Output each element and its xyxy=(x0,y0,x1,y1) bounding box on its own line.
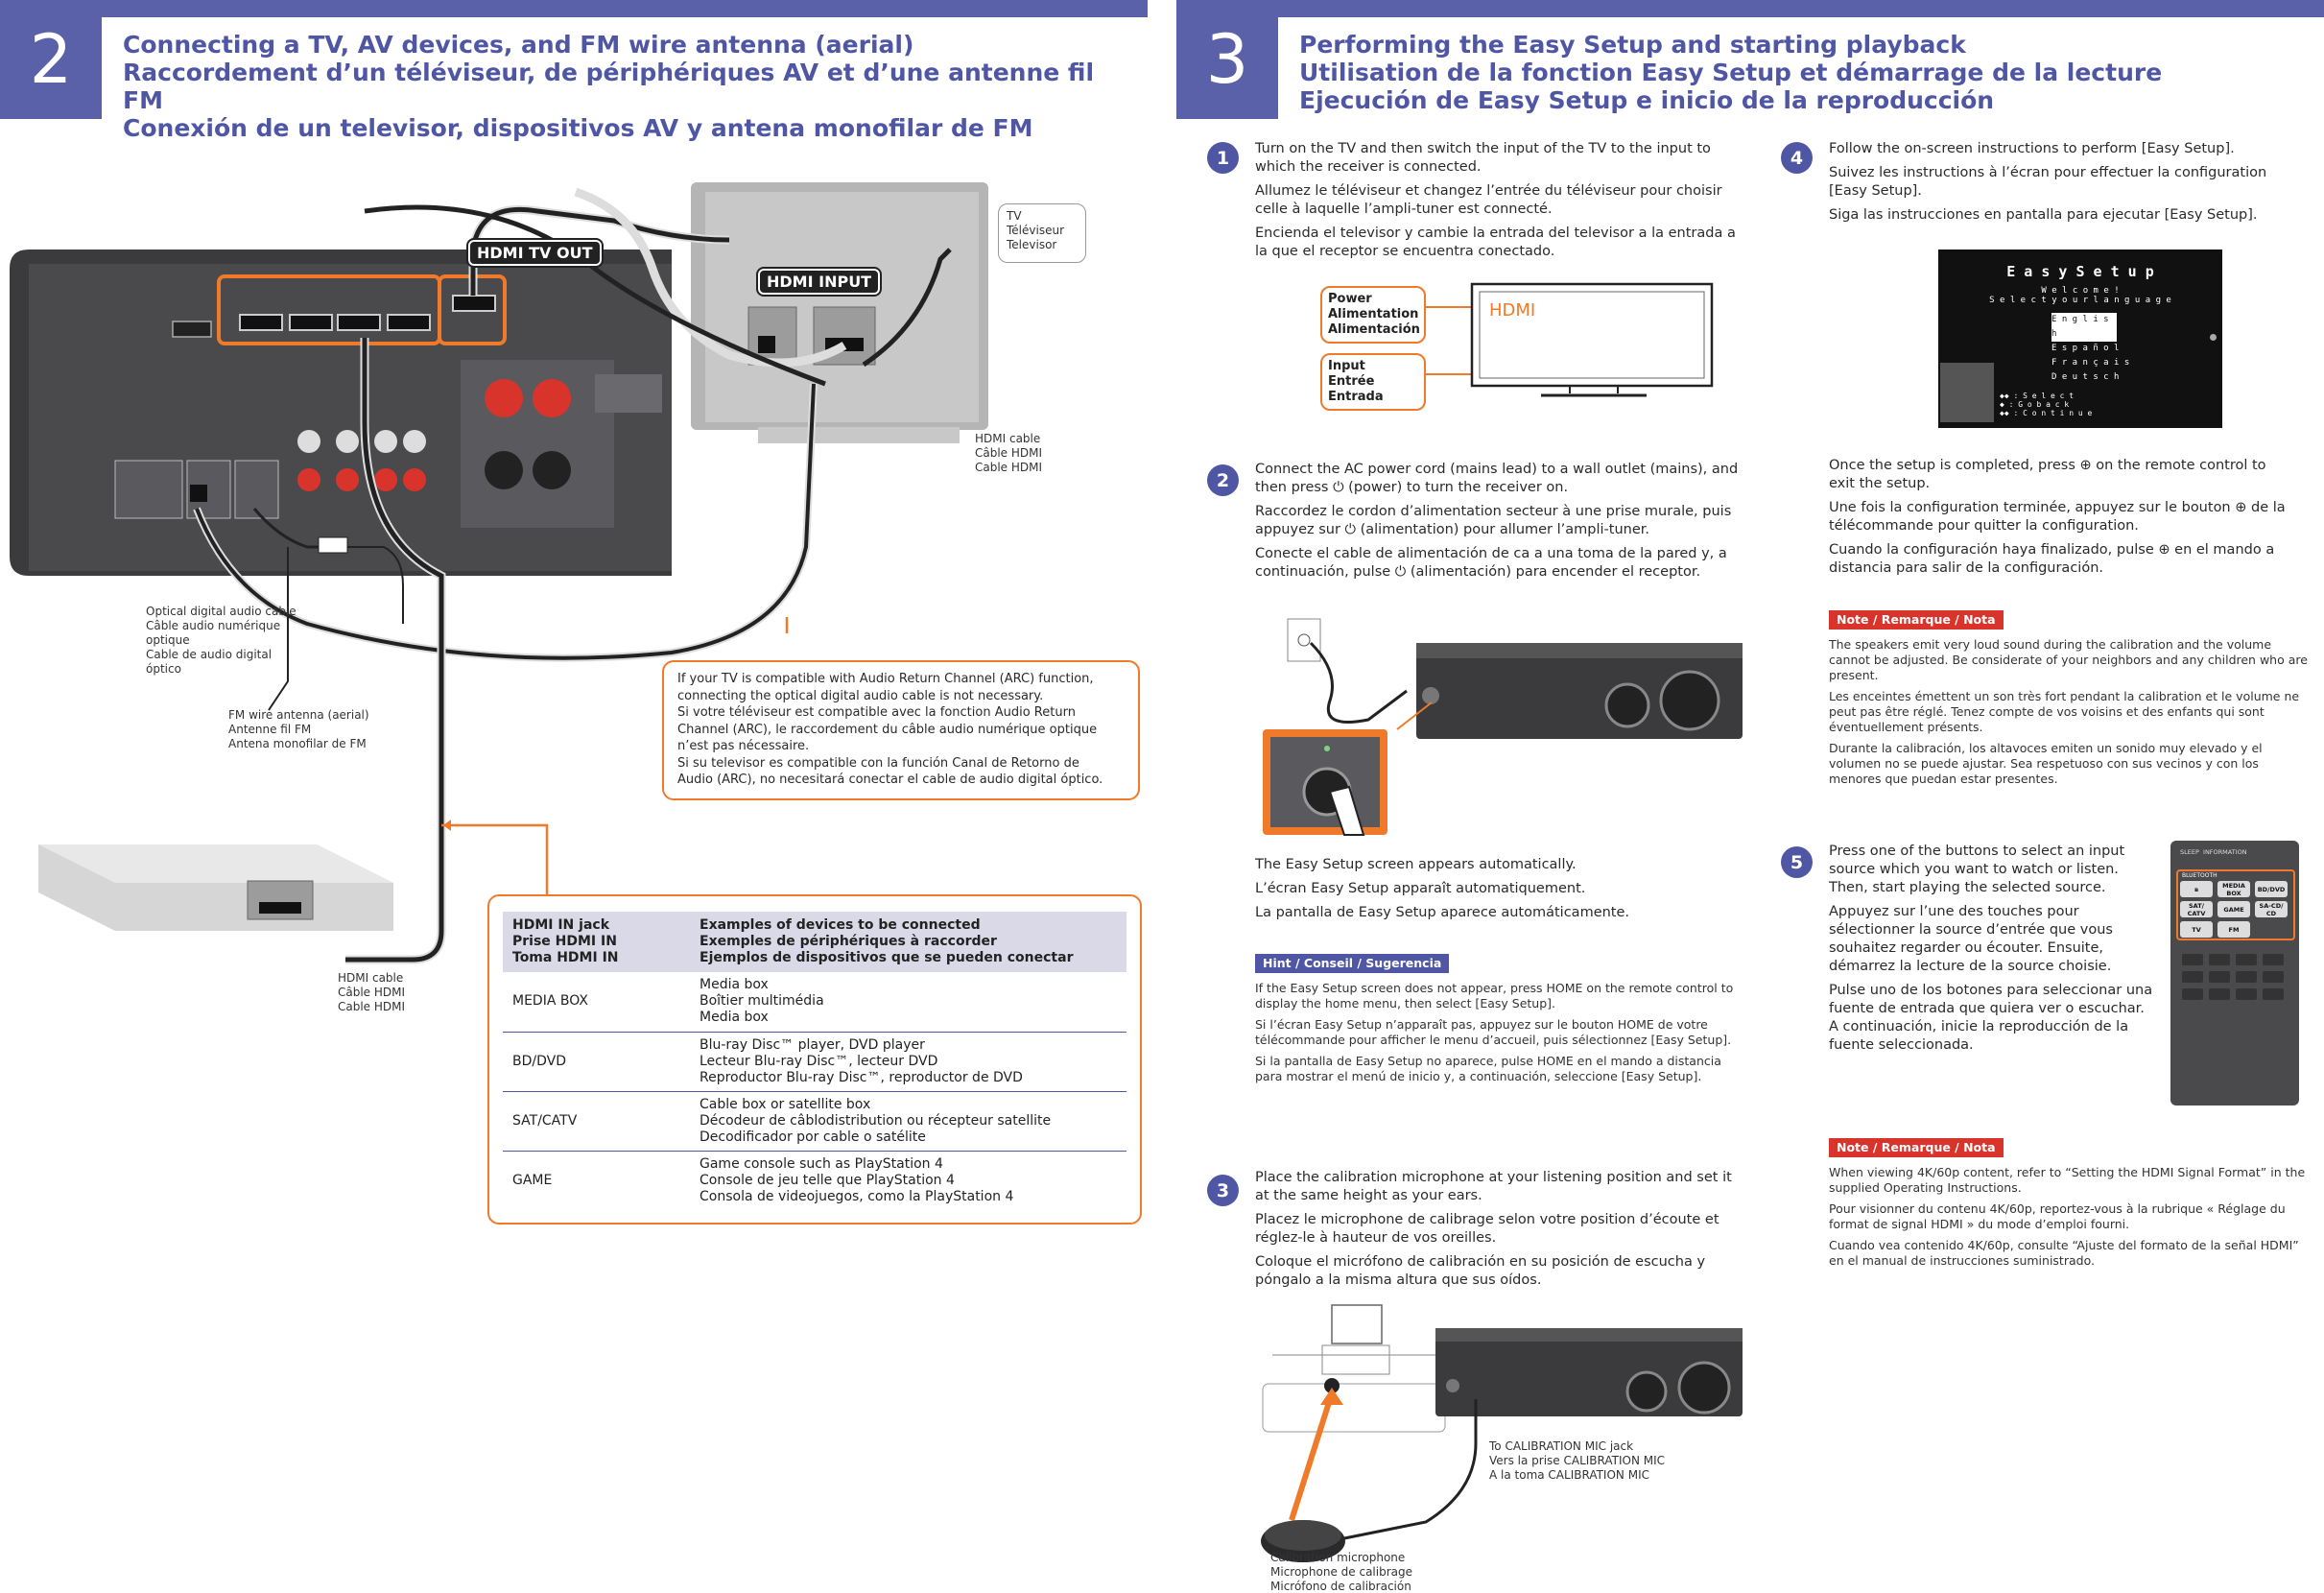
table-row: SAT/CATV Cable box or satellite box Déco… xyxy=(503,1091,1126,1152)
table-cell-devices: Blu-ray Disc™ player, DVD player Lecteur… xyxy=(690,1032,1126,1092)
table-cell-jack: MEDIA BOX xyxy=(503,972,690,1033)
hdmi-device-table: HDMI IN jack Prise HDMI IN Toma HDMI IN … xyxy=(503,912,1126,1210)
step1-text: Turn on the TV and then switch the input… xyxy=(1255,141,1736,259)
table-cell-devices: Game console such as PlayStation 4 Conso… xyxy=(700,1155,1014,1204)
arc-note: If your TV is compatible with Audio Retu… xyxy=(677,672,1103,787)
section2-number: 2 xyxy=(0,0,102,119)
rca-jacks xyxy=(297,430,426,491)
section3-title: Performing the Easy Setup and starting p… xyxy=(1299,31,2163,114)
easy-setup-title: E a s y S e t u p xyxy=(2006,263,2154,280)
arc-note-callout xyxy=(662,660,1140,800)
note-tag-2: Note / Remarque / Nota xyxy=(1829,1138,2004,1157)
language-option[interactable]: F r a n ç a i s xyxy=(2051,358,2130,368)
power-illustration xyxy=(1263,618,1743,836)
table-row: BD/DVD Blu-ray Disc™ player, DVD player … xyxy=(503,1032,1126,1092)
tv-label-box xyxy=(998,203,1086,263)
table-cell-jack: SAT/CATV xyxy=(503,1091,690,1152)
input-button-grid: ʙ MEDIA BOX BD/DVD SAT/ CATV GAME SA-CD/… xyxy=(2180,881,2291,938)
speaker-area xyxy=(461,360,614,528)
easy-setup-hints: ◆◆ : S e l e c t ◆ : G o b a c k ◆◆ : C … xyxy=(2000,392,2093,417)
table-header-jack: HDMI IN jack Prise HDMI IN Toma HDMI IN xyxy=(503,912,690,972)
step2-text: Connect the AC power cord (mains lead) t… xyxy=(1255,462,1739,580)
hdmi-tv-out-label: HDMI TV OUT xyxy=(466,238,604,268)
note-text-1: The speakers emit very loud sound during… xyxy=(1829,637,2308,786)
fm-button[interactable]: FM xyxy=(2217,921,2250,938)
language-list: E n g l i s h E s p a ñ o l F r a n ç a … xyxy=(2051,313,2222,385)
table-row: GAME Game console such as PlayStation 4 … xyxy=(503,1151,1126,1210)
step4-after: Once the setup is completed, press ⊕ on … xyxy=(1829,458,2286,576)
tv-screen-hdmi: HDMI xyxy=(1489,300,1536,321)
power-label: Power Alimentation Alimentación xyxy=(1320,286,1426,344)
step5-number: 5 xyxy=(1781,846,1813,878)
usb-port xyxy=(172,321,212,338)
hdmi-input-label: HDMI INPUT xyxy=(755,267,883,297)
table-header-devices: Examples of devices to be connected Exem… xyxy=(690,912,1126,972)
input-label: Input Entrée Entrada xyxy=(1320,353,1426,411)
mic-label: Calibration microphone Microphone de cal… xyxy=(1270,1551,1413,1593)
remote-lower-buttons xyxy=(2182,954,2288,1088)
tv-label: TV Téléviseur Televisor xyxy=(1007,209,1064,251)
hdmi-jack-media xyxy=(239,314,283,331)
note-tag-1: Note / Remarque / Nota xyxy=(1829,610,2004,630)
remote-top-labels: SLEEP INFORMATION xyxy=(2180,848,2247,856)
table-cell-jack: BD/DVD xyxy=(503,1032,690,1092)
hdmi-jack-game xyxy=(387,314,431,331)
coaxial-area xyxy=(114,460,183,519)
easy-setup-screen: E a s y S e t u p W e l c o m e ! S e l … xyxy=(1938,250,2222,428)
section3-number: 3 xyxy=(1176,0,1278,119)
language-option[interactable]: D e u t s c h xyxy=(2051,372,2120,382)
tv-front-illustration xyxy=(1426,282,1714,397)
bluetooth-label: BLUETOOTH xyxy=(2182,872,2217,879)
mic-illustration xyxy=(1261,1304,1743,1562)
note-text-2: When viewing 4K/60p content, refer to “S… xyxy=(1829,1165,2306,1268)
sat-catv-button[interactable]: SAT/ CATV xyxy=(2180,901,2213,917)
game-button[interactable]: GAME xyxy=(2217,901,2250,917)
table-cell-devices: Cable box or satellite box Décodeur de c… xyxy=(690,1091,1126,1152)
remote-control: SLEEP INFORMATION BLUETOOTH ʙ MEDIA BOX … xyxy=(2170,841,2299,1106)
easy-setup-select: S e l e c t y o u r l a n g u a g e xyxy=(1989,296,2171,305)
bd-dvd-button[interactable]: BD/DVD xyxy=(2255,881,2288,897)
hint-text: If the Easy Setup screen does not appear… xyxy=(1255,981,1734,1083)
step1-number: 1 xyxy=(1207,142,1239,174)
table-cell-jack: GAME xyxy=(512,1172,553,1188)
table-header-row: HDMI IN jack Prise HDMI IN Toma HDMI IN … xyxy=(503,912,1126,972)
hdmi-jack-sat xyxy=(337,314,381,331)
step3-text: Place the calibration microphone at your… xyxy=(1255,1170,1732,1288)
table-cell-devices: Media box Boîtier multimédia Media box xyxy=(690,972,1126,1033)
fm-antenna-label: FM wire antenna (aerial) Antenne fil FM … xyxy=(228,708,369,750)
section3-top-bar xyxy=(1176,0,2324,17)
step4-text: Follow the on-screen instructions to per… xyxy=(1829,141,2267,223)
language-option-selected[interactable]: E n g l i s h xyxy=(2051,313,2117,342)
hdmi-jack-bd xyxy=(289,314,333,331)
antenna-area xyxy=(234,460,279,519)
section2-top-bar xyxy=(0,0,1148,17)
mic-jack-label: To CALIBRATION MIC jack Vers la prise CA… xyxy=(1489,1439,1666,1482)
section2-title: Connecting a TV, AV devices, and FM wire… xyxy=(123,31,1095,142)
tv-button[interactable]: TV xyxy=(2180,921,2213,938)
language-option[interactable]: E s p a ñ o l xyxy=(2051,344,2120,353)
optical-cable-label: Optical digital audio cable Câble audio … xyxy=(146,605,296,676)
hint-tag: Hint / Conseil / Sugerencia xyxy=(1255,954,1450,973)
easy-setup-welcome: W e l c o m e ! xyxy=(2041,286,2120,296)
input-buttons-highlight xyxy=(2176,869,2295,940)
step5-text: Press one of the buttons to select an in… xyxy=(1829,844,2153,1053)
step4-number: 4 xyxy=(1781,142,1813,174)
step2-number: 2 xyxy=(1207,464,1239,496)
hdmi-cable-device-label: HDMI cable Câble HDMI Cable HDMI xyxy=(338,971,406,1013)
step2-after: The Easy Setup screen appears automatica… xyxy=(1255,857,1630,920)
hdmi-jack-tv xyxy=(452,295,496,312)
connection-diagram xyxy=(10,182,988,964)
sa-cd-button[interactable]: SA-CD/ CD xyxy=(2255,901,2288,917)
table-row: MEDIA BOX Media box Boîtier multimédia M… xyxy=(503,972,1126,1033)
callout-link xyxy=(441,823,549,894)
step3-number: 3 xyxy=(1207,1175,1239,1206)
setup-indicator-icon xyxy=(2210,334,2217,341)
bluetooth-button[interactable]: ʙ xyxy=(2180,881,2213,897)
hdmi-cable-tv-label: HDMI cable Câble HDMI Cable HDMI xyxy=(975,432,1043,474)
media-box-button[interactable]: MEDIA BOX xyxy=(2217,881,2250,897)
receiver-thumbnail xyxy=(1940,363,1994,422)
